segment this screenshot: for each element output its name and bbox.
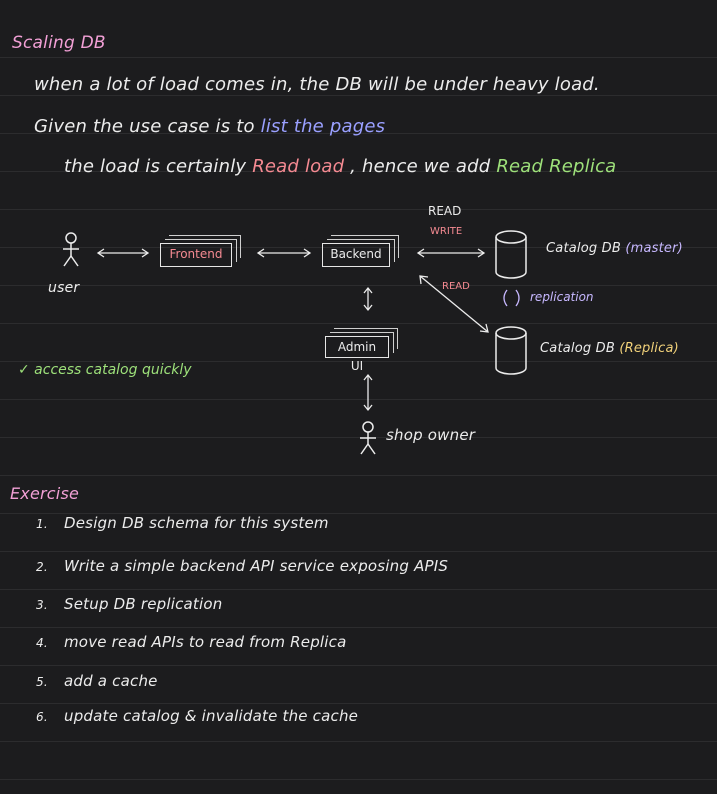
exercise-item: 3. Setup DB replication xyxy=(36,595,222,613)
backend-label: Backend xyxy=(330,247,382,261)
master-db-name: Catalog DB xyxy=(546,241,621,256)
exercise-item-number: 2. xyxy=(36,560,48,574)
master-db-label: Catalog DB (master) xyxy=(546,241,683,256)
replica-db-name: Catalog DB xyxy=(540,341,615,356)
exercise-item: 4. move read APIs to read from Replica xyxy=(36,633,347,651)
replication-label: replication xyxy=(530,290,594,304)
backend-admin-arrow-icon xyxy=(363,286,373,312)
user-label: user xyxy=(48,280,80,296)
admin-ui-box: Admin UI xyxy=(325,328,398,373)
intro-line-2: Given the use case is to list the pages xyxy=(34,116,385,137)
exercise-item-number: 1. xyxy=(36,517,48,531)
user-stick-figure-icon xyxy=(63,232,79,267)
backend-box: Backend xyxy=(322,235,399,267)
exercise-item-text: update catalog & invalidate the cache xyxy=(64,707,359,725)
access-catalog-note: ✓ access catalog quickly xyxy=(18,362,192,378)
intro-line-3-prefix: the load is certainly xyxy=(64,156,247,177)
intro-line-1: when a lot of load comes in, the DB will… xyxy=(34,74,600,95)
replica-db-role: (Replica) xyxy=(619,341,679,356)
master-db-cylinder-icon xyxy=(495,230,527,279)
exercise-item-number: 5. xyxy=(36,675,48,689)
exercise-item-number: 3. xyxy=(36,598,48,612)
exercise-item-text: Design DB schema for this system xyxy=(64,514,329,532)
exercise-title: Exercise xyxy=(10,484,80,503)
exercise-item-text: Setup DB replication xyxy=(64,595,223,613)
exercise-item: 2. Write a simple backend API service exp… xyxy=(36,557,448,575)
page-heading: Scaling DB xyxy=(12,33,106,53)
exercise-item-text: move read APIs to read from Replica xyxy=(64,633,347,651)
frontend-backend-arrow-icon xyxy=(256,248,312,258)
list-pages-highlight: list the pages xyxy=(260,116,386,137)
replication-link-icon xyxy=(503,289,520,307)
master-db-role: (master) xyxy=(625,241,683,256)
intro-line-2-prefix: Given the use case is to xyxy=(34,116,255,137)
exercise-item-text: Write a simple backend API service expos… xyxy=(64,557,449,575)
read-load-highlight: Read load xyxy=(252,156,345,177)
replica-db-cylinder-icon xyxy=(495,326,527,375)
admin-ui-label: Admin UI xyxy=(337,340,377,373)
exercise-item: 1. Design DB schema for this system xyxy=(36,514,329,532)
user-frontend-arrow-icon xyxy=(96,248,150,258)
read-top-label: READ xyxy=(428,204,462,218)
shop-owner-stick-figure-icon xyxy=(360,421,376,455)
read-diagonal-label: READ xyxy=(442,281,470,292)
intro-line-3-middle: , hence we add xyxy=(350,156,491,177)
exercise-item-number: 4. xyxy=(36,636,48,650)
frontend-box: Frontend xyxy=(160,235,241,267)
exercise-item-text: add a cache xyxy=(64,672,158,690)
frontend-label: Frontend xyxy=(169,247,223,261)
backend-master-arrow-icon xyxy=(416,248,486,258)
exercise-item: 5. add a cache xyxy=(36,672,158,690)
read-replica-highlight: Read Replica xyxy=(496,156,617,177)
shop-owner-label: shop owner xyxy=(386,426,476,444)
exercise-item-number: 6. xyxy=(36,710,48,724)
replica-db-label: Catalog DB (Replica) xyxy=(540,341,679,356)
write-label: WRITE xyxy=(430,226,463,237)
exercise-item: 6. update catalog & invalidate the cache xyxy=(36,707,358,725)
intro-line-3: the load is certainly Read load , hence … xyxy=(64,156,616,177)
admin-owner-arrow-icon xyxy=(363,373,373,412)
